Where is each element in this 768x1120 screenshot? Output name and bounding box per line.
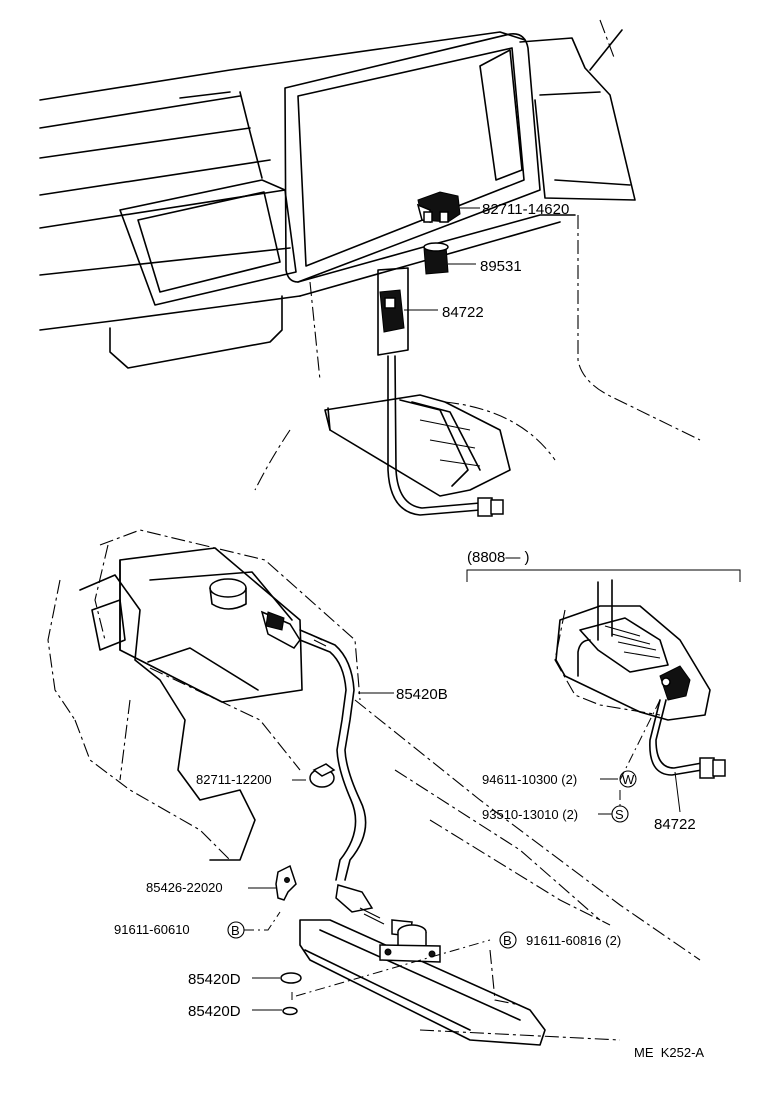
label-84722-upper: 84722 — [442, 304, 484, 321]
clamp-82711-12200 — [309, 763, 336, 788]
label-85420d-b: 85420D — [188, 1003, 241, 1020]
label-89531: 89531 — [480, 258, 522, 275]
label-82711-14620: 82711-14620 — [482, 201, 569, 218]
inset-label: (8808— ) — [467, 549, 530, 566]
label-82711-12200: 82711-12200 — [196, 772, 272, 787]
symbol-b-right — [499, 931, 517, 949]
bracket-85426-22020 — [275, 864, 297, 901]
relay-89531 — [423, 242, 449, 275]
label-85420d-a: 85420D — [188, 971, 241, 988]
speed-sensor-housing — [379, 924, 441, 963]
oring-85420d-b — [282, 1006, 298, 1016]
symbol-b-left — [227, 921, 245, 939]
switch-84722 — [379, 289, 405, 333]
connector-end — [477, 497, 493, 517]
label-94611-10300: 94611-10300 (2) — [482, 772, 577, 787]
inset-frame — [466, 569, 741, 582]
symbol-s — [611, 805, 629, 823]
label-93510-13010: 93510-13010 (2) — [482, 807, 578, 822]
label-91611-60816: 91611-60816 (2) — [526, 933, 621, 948]
symbol-w — [619, 770, 637, 788]
symbol-b-left-letter: B — [231, 923, 240, 938]
oring-85420d-a — [280, 972, 302, 984]
label-85420b: 85420B — [396, 686, 448, 703]
symbol-b-right-letter: B — [503, 933, 512, 948]
label-84722-inset: 84722 — [654, 816, 696, 833]
drawing-code: ME K252-A — [634, 1045, 704, 1060]
label-85426-22020: 85426-22020 — [146, 880, 223, 895]
dashboard-drawing — [39, 19, 701, 517]
relay-82711-14620 — [416, 191, 461, 223]
label-91611-60610: 91611-60610 — [114, 922, 190, 937]
symbol-w-letter: W — [622, 772, 635, 787]
symbol-s-letter: S — [615, 807, 624, 822]
engine-drawing — [47, 529, 701, 1046]
inset-console-drawing — [554, 579, 726, 810]
